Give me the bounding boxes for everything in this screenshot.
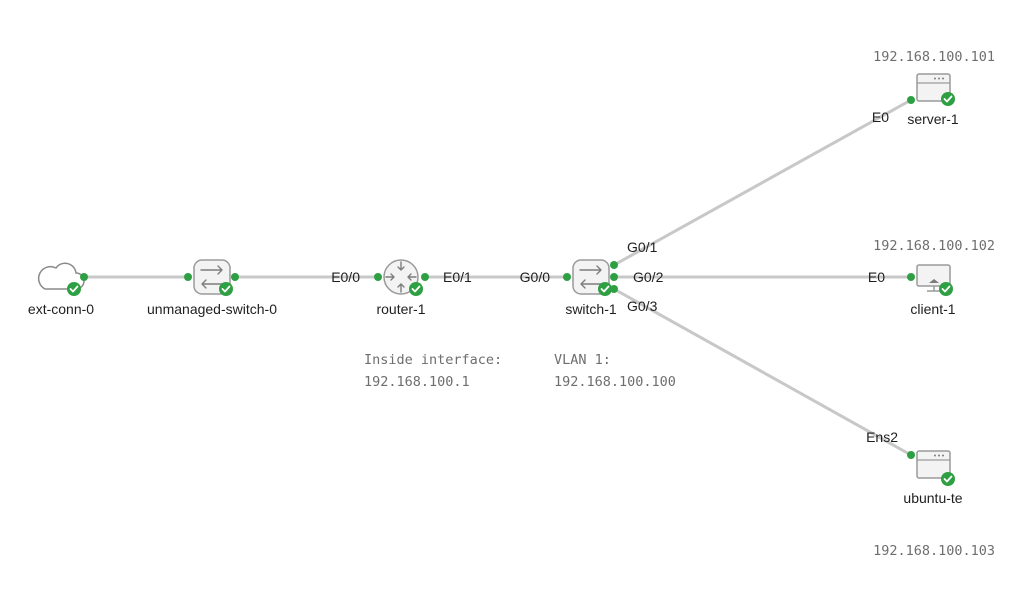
node-label: server-1 [907, 111, 959, 127]
status-ok-icon [941, 92, 955, 106]
port-dot [610, 285, 618, 293]
links [84, 98, 912, 457]
node-label: switch-1 [565, 301, 617, 317]
interface-label-switch-g0-3: G0/3 [627, 298, 658, 314]
node-label: ext-conn-0 [28, 301, 94, 317]
node-server-1[interactable]: server-1 [907, 73, 959, 127]
router-icon [383, 259, 419, 295]
annotation-client-ip: 192.168.100.102 [873, 238, 995, 254]
node-label: ubuntu-te [903, 490, 962, 506]
interface-label-switch-g0-1: G0/1 [627, 239, 658, 255]
annotation-switch-vlan-ip: 192.168.100.100 [554, 374, 676, 390]
interface-label-client-e0: E0 [868, 269, 885, 285]
port-dot [231, 273, 239, 281]
port-dot [907, 96, 915, 104]
server-icon [916, 73, 951, 102]
annotation-router-inside-title: Inside interface: [364, 352, 502, 368]
interface-labels: E0/0 E0/1 G0/0 G0/1 G0/2 G0/3 E0 E0 Ens2 [331, 109, 898, 445]
interface-label-router-e0-0: E0/0 [331, 269, 360, 285]
port-dot [610, 273, 618, 281]
status-ok-icon [941, 472, 955, 486]
interface-label-ubuntu-ens2: Ens2 [866, 429, 898, 445]
port-dot [610, 261, 618, 269]
annotation-router-inside-ip: 192.168.100.1 [364, 374, 470, 390]
port-dot [907, 451, 915, 459]
status-ok-icon [67, 282, 81, 296]
interface-label-switch-g0-0: G0/0 [520, 269, 551, 285]
status-ok-icon [409, 282, 423, 296]
node-ext-conn-0[interactable]: ext-conn-0 [28, 262, 94, 317]
node-label: unmanaged-switch-0 [147, 301, 277, 317]
interface-label-switch-g0-2: G0/2 [633, 269, 664, 285]
status-ok-icon [598, 282, 612, 296]
node-label: client-1 [910, 301, 955, 317]
node-router-1[interactable]: router-1 [374, 259, 429, 317]
link-switch-to-server[interactable] [613, 98, 912, 267]
port-dot [421, 273, 429, 281]
port-dot [184, 273, 192, 281]
interface-label-server-e0: E0 [872, 109, 889, 125]
node-switch-1[interactable]: switch-1 [563, 259, 618, 317]
annotation-ubuntu-ip: 192.168.100.103 [873, 543, 995, 559]
server-icon [916, 450, 951, 479]
interface-label-router-e0-1: E0/1 [443, 269, 472, 285]
status-ok-icon [219, 282, 233, 296]
desktop-icon [916, 264, 951, 292]
node-ubuntu-te[interactable]: ubuntu-te [903, 450, 963, 506]
port-dot [907, 273, 915, 281]
port-dot [563, 273, 571, 281]
annotation-server-ip: 192.168.100.101 [873, 49, 995, 65]
annotations: Inside interface: 192.168.100.1 VLAN 1: … [364, 49, 995, 559]
node-client-1[interactable]: client-1 [907, 264, 956, 317]
annotation-switch-vlan-title: VLAN 1: [554, 352, 611, 368]
node-label: router-1 [376, 301, 425, 317]
port-dot [374, 273, 382, 281]
status-ok-icon [939, 282, 953, 296]
link-switch-to-ubuntu[interactable] [613, 287, 912, 457]
node-unmanaged-switch-0[interactable]: unmanaged-switch-0 [147, 259, 277, 317]
port-dot [80, 273, 88, 281]
